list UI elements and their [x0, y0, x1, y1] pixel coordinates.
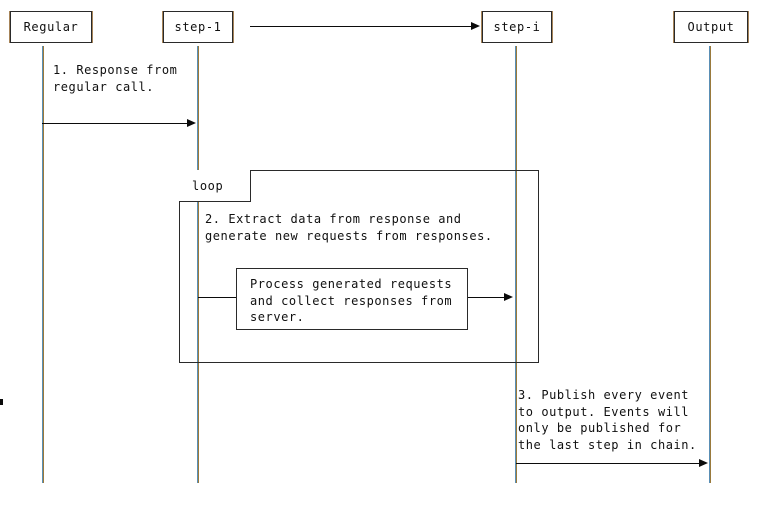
chain-arrow-head-icon	[471, 22, 480, 30]
participant-label-step-i: step-i	[493, 20, 541, 34]
message-1-line	[42, 123, 188, 124]
message-note-1: 1. Response from regular call.	[53, 63, 178, 94]
participant-label-regular: Regular	[23, 20, 79, 34]
left-edge-tick-artifact	[0, 399, 3, 405]
message-3-arrow-head-icon	[699, 459, 708, 467]
participant-box-regular[interactable]: Regular	[10, 11, 92, 43]
participant-box-step-i[interactable]: step-i	[482, 11, 552, 43]
participant-box-step-1[interactable]: step-1	[163, 11, 233, 43]
lifeline-output	[709, 46, 711, 483]
message-2-arrow-head-icon	[504, 293, 513, 301]
participant-label-step-1: step-1	[174, 20, 222, 34]
loop-fragment	[179, 170, 539, 363]
loop-label-text: loop	[192, 178, 224, 193]
chain-arrow-line	[250, 26, 472, 27]
message-1-arrow-head-icon	[187, 119, 196, 127]
loop-fragment-operator-label: loop	[179, 170, 251, 202]
lifeline-step-1	[197, 46, 199, 483]
message-note-3: 3. Publish every event to output. Events…	[518, 388, 697, 452]
lifeline-step-i	[515, 46, 517, 483]
participant-box-output[interactable]: Output	[674, 11, 748, 43]
message-note-2: 2. Extract data from response and genera…	[205, 212, 493, 243]
lifeline-regular	[42, 46, 44, 483]
message-3-line	[516, 463, 700, 464]
message-2-note-box: Process generated requests and collect r…	[236, 268, 468, 330]
participant-label-output: Output	[687, 20, 735, 34]
